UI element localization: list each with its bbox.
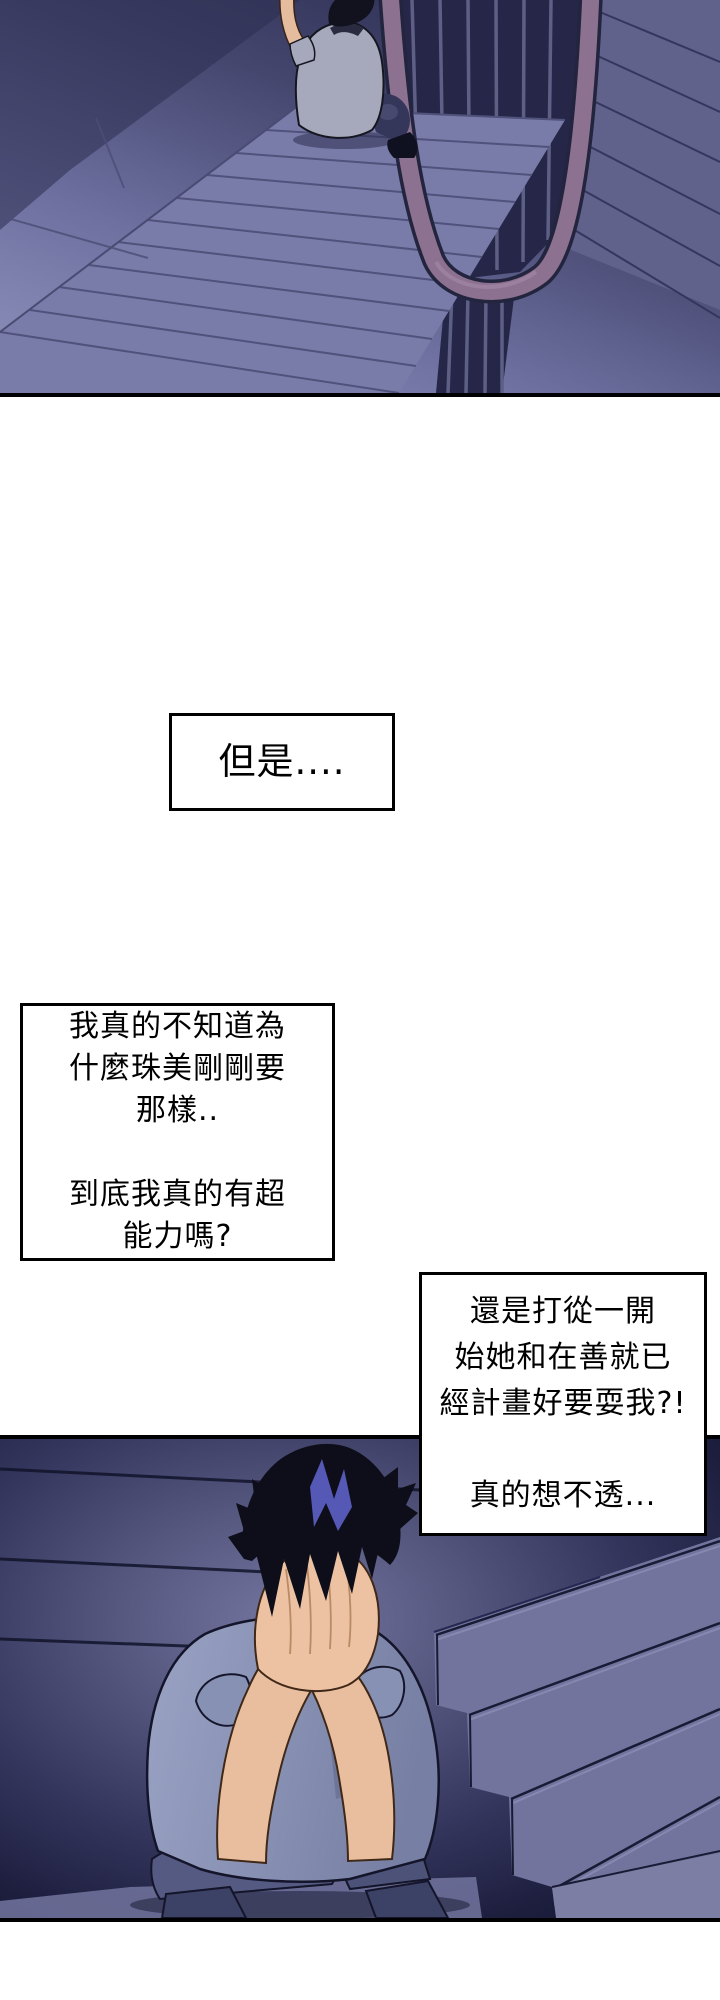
- speech-line: 還是打從一開: [470, 1294, 656, 1329]
- boy-bottom-panel: [145, 1443, 450, 1919]
- speech-line: 到底我真的有超: [69, 1177, 286, 1212]
- speech-line: 始她和在善就已: [454, 1340, 672, 1375]
- bottom-panel-art: [0, 1439, 720, 1919]
- hair-fringe: [255, 1524, 380, 1617]
- boy-top-panel: [279, 0, 418, 158]
- top-panel-art: [0, 0, 720, 394]
- boy-sleeve: [289, 35, 316, 67]
- speech-line: 我真的不知道為: [69, 1009, 286, 1044]
- speech-line: 能力嗎?: [122, 1219, 233, 1254]
- upper-staircase: [566, 0, 720, 319]
- speech-line: 真的想不透...: [469, 1478, 657, 1513]
- speech-line: [23, 1132, 332, 1174]
- speech-line: 什麼珠美剛剛要: [69, 1051, 286, 1086]
- boy-shoe: [387, 132, 418, 158]
- speech-line: [422, 1427, 704, 1473]
- speech-line: 但是....: [218, 740, 346, 783]
- boy-hair: [328, 0, 375, 27]
- boy-collar: [330, 23, 364, 36]
- wall-edges: [0, 117, 149, 259]
- bottom-panel-boy-on-stairs: [0, 1435, 720, 1922]
- corner-shadow: [0, 0, 300, 230]
- speech-line: 那樣..: [135, 1093, 220, 1128]
- speech-line: 經計畫好要耍我?!: [439, 1386, 687, 1421]
- descending-stairs: [0, 107, 566, 394]
- ascending-stairs: [433, 1537, 720, 1919]
- top-panel-stairwell: [0, 0, 720, 397]
- speech-box-suspicion: 還是打從一開始她和在善就已經計畫好要耍我?! 真的想不透...: [419, 1272, 707, 1536]
- speech-box-confusion: 我真的不知道為什麼珠美剛剛要那樣.. 到底我真的有超能力嗎?: [20, 1003, 335, 1261]
- speech-box-but: 但是....: [169, 713, 395, 811]
- hair-streak: [310, 1459, 352, 1531]
